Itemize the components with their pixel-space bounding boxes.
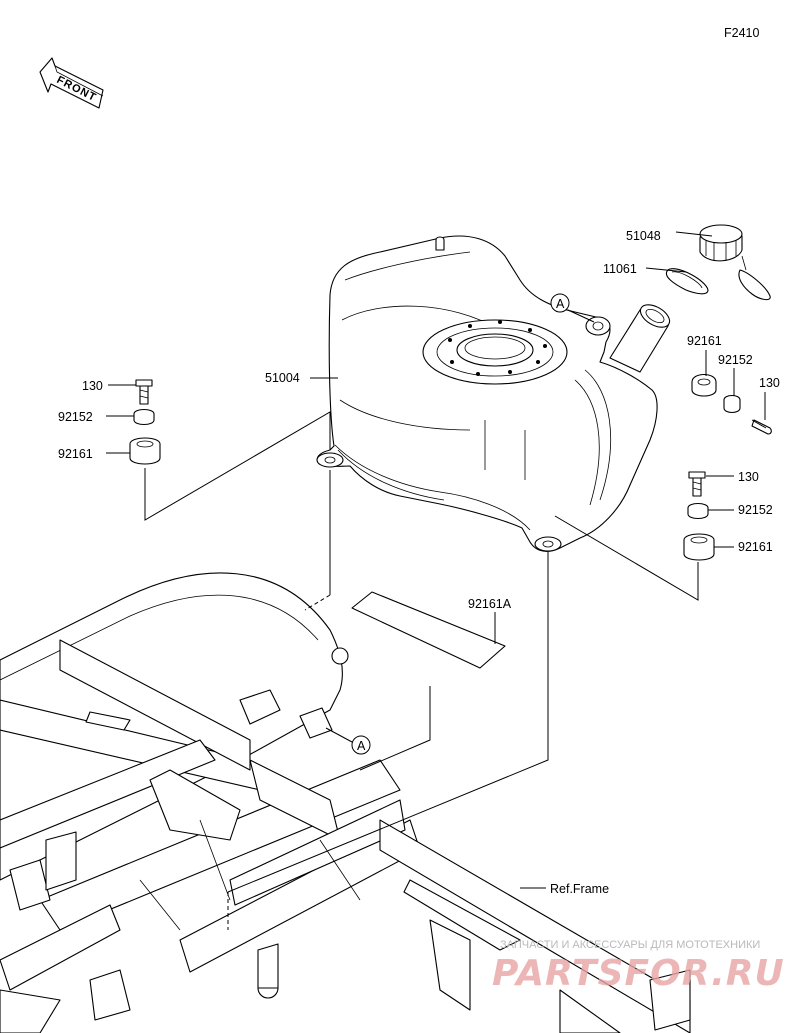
marker-a-tank: A: [550, 293, 570, 313]
callout-92161-right: 92161: [738, 540, 773, 554]
callout-130-top: 130: [759, 376, 780, 390]
marker-a-frame: A: [351, 735, 371, 755]
callout-lines: [106, 231, 766, 889]
callout-130-right: 130: [738, 470, 759, 484]
callout-92161A: 92161A: [468, 597, 512, 611]
cap-gasket: [666, 268, 709, 295]
fuel-cap: [699, 224, 771, 301]
mount-hardware-left: [129, 379, 161, 465]
callout-ref-frame: Ref.Frame: [550, 882, 609, 896]
assembly-leaders: [144, 411, 699, 930]
callout-92152-left: 92152: [58, 410, 93, 424]
watermark-brand: PARTSFOR.RU: [492, 953, 785, 994]
callout-92152-right: 92152: [738, 503, 773, 517]
mount-hardware-right-upper: [691, 373, 772, 435]
marker-a-frame-label: A: [357, 739, 366, 753]
callout-92152-top: 92152: [718, 353, 753, 367]
front-arrow-icon: FRONT: [39, 57, 104, 109]
watermark-tagline: ЗАПЧАСТИ И АКСЕССУАРЫ ДЛЯ МОТОТЕХНИКИ: [500, 939, 760, 951]
callout-92161-top: 92161: [687, 334, 722, 348]
fuel-tank: [316, 235, 671, 552]
callout-11061: 11061: [603, 262, 637, 276]
callout-130-left: 130: [82, 379, 103, 393]
mount-hardware-right-lower: [683, 471, 715, 561]
callout-51004: 51004: [265, 371, 300, 385]
figure-code: F2410: [724, 26, 759, 40]
callout-92161-left: 92161: [58, 447, 93, 461]
marker-a-tank-label: A: [556, 297, 565, 311]
tank-pad: [351, 591, 506, 669]
callout-51048: 51048: [626, 229, 661, 243]
reference-frame: [0, 572, 691, 1033]
